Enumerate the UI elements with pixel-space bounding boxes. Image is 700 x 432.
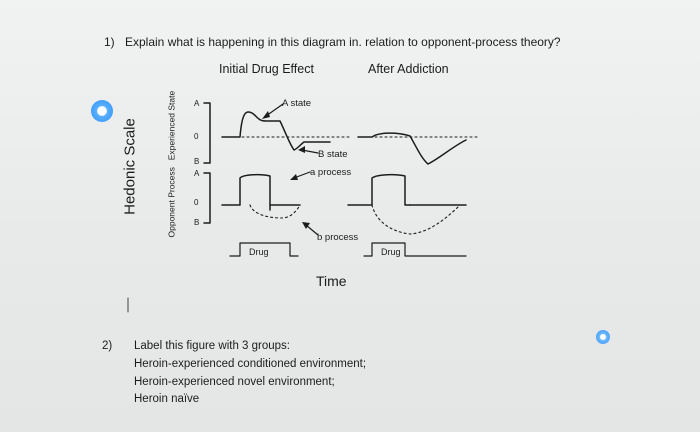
a-process-arrowhead: [290, 174, 298, 180]
column-header-after-addiction: After Addiction: [368, 62, 449, 76]
b-state-annotation: B state: [318, 149, 348, 160]
a-state-arrowhead: [262, 111, 270, 119]
question-2-line-3: Heroin-experienced novel environment;: [134, 376, 335, 388]
time-axis-label: Time: [316, 273, 347, 289]
initial-a-process-curve: [221, 173, 271, 211]
question-2-line-1: Label this figure with 3 groups:: [134, 340, 290, 352]
top-scale-tick-a: A: [194, 99, 200, 108]
drug-label-initial: Drug: [249, 247, 269, 257]
initial-experienced-state-curve: [221, 111, 331, 151]
drug-marker-initial: [229, 242, 299, 257]
blue-dot-marker-left: [91, 100, 113, 122]
blue-dot-marker-right: [596, 330, 610, 344]
b-state-arrowhead: [298, 146, 305, 153]
b-process-arrow: [305, 224, 319, 236]
a-process-annotation: a process: [310, 167, 352, 178]
after-experienced-state-curve: [357, 132, 467, 165]
question-1-text: Explain what is happening in this diagra…: [125, 35, 561, 49]
question-2-line-2: Heroin-experienced conditioned environme…: [134, 358, 367, 370]
top-scale-tick-zero: 0: [194, 132, 199, 141]
a-state-annotation: A state: [282, 98, 312, 109]
drug-label-after: Drug: [381, 247, 401, 257]
b-process-arrowhead: [302, 222, 310, 229]
bottom-scale-tick-a: A: [194, 169, 200, 178]
bottom-scale-tick-b: B: [194, 218, 200, 227]
drug-marker-after: [363, 242, 467, 257]
top-scale-tick-b: B: [194, 157, 200, 166]
question-2-number: 2): [102, 340, 113, 352]
column-header-initial-drug-effect: Initial Drug Effect: [219, 62, 314, 76]
after-b-process-curve: [371, 204, 461, 235]
top-scale-bracket: [203, 102, 211, 164]
b-process-annotation: b process: [317, 232, 359, 243]
question-1-number: 1): [104, 35, 115, 49]
bottom-scale-tick-zero: 0: [194, 198, 199, 207]
initial-b-process-curve: [249, 204, 301, 219]
question-2-line-4: Heroin naïve: [134, 393, 200, 405]
bottom-scale-bracket: [203, 172, 211, 224]
after-a-process-curve: [347, 173, 411, 206]
